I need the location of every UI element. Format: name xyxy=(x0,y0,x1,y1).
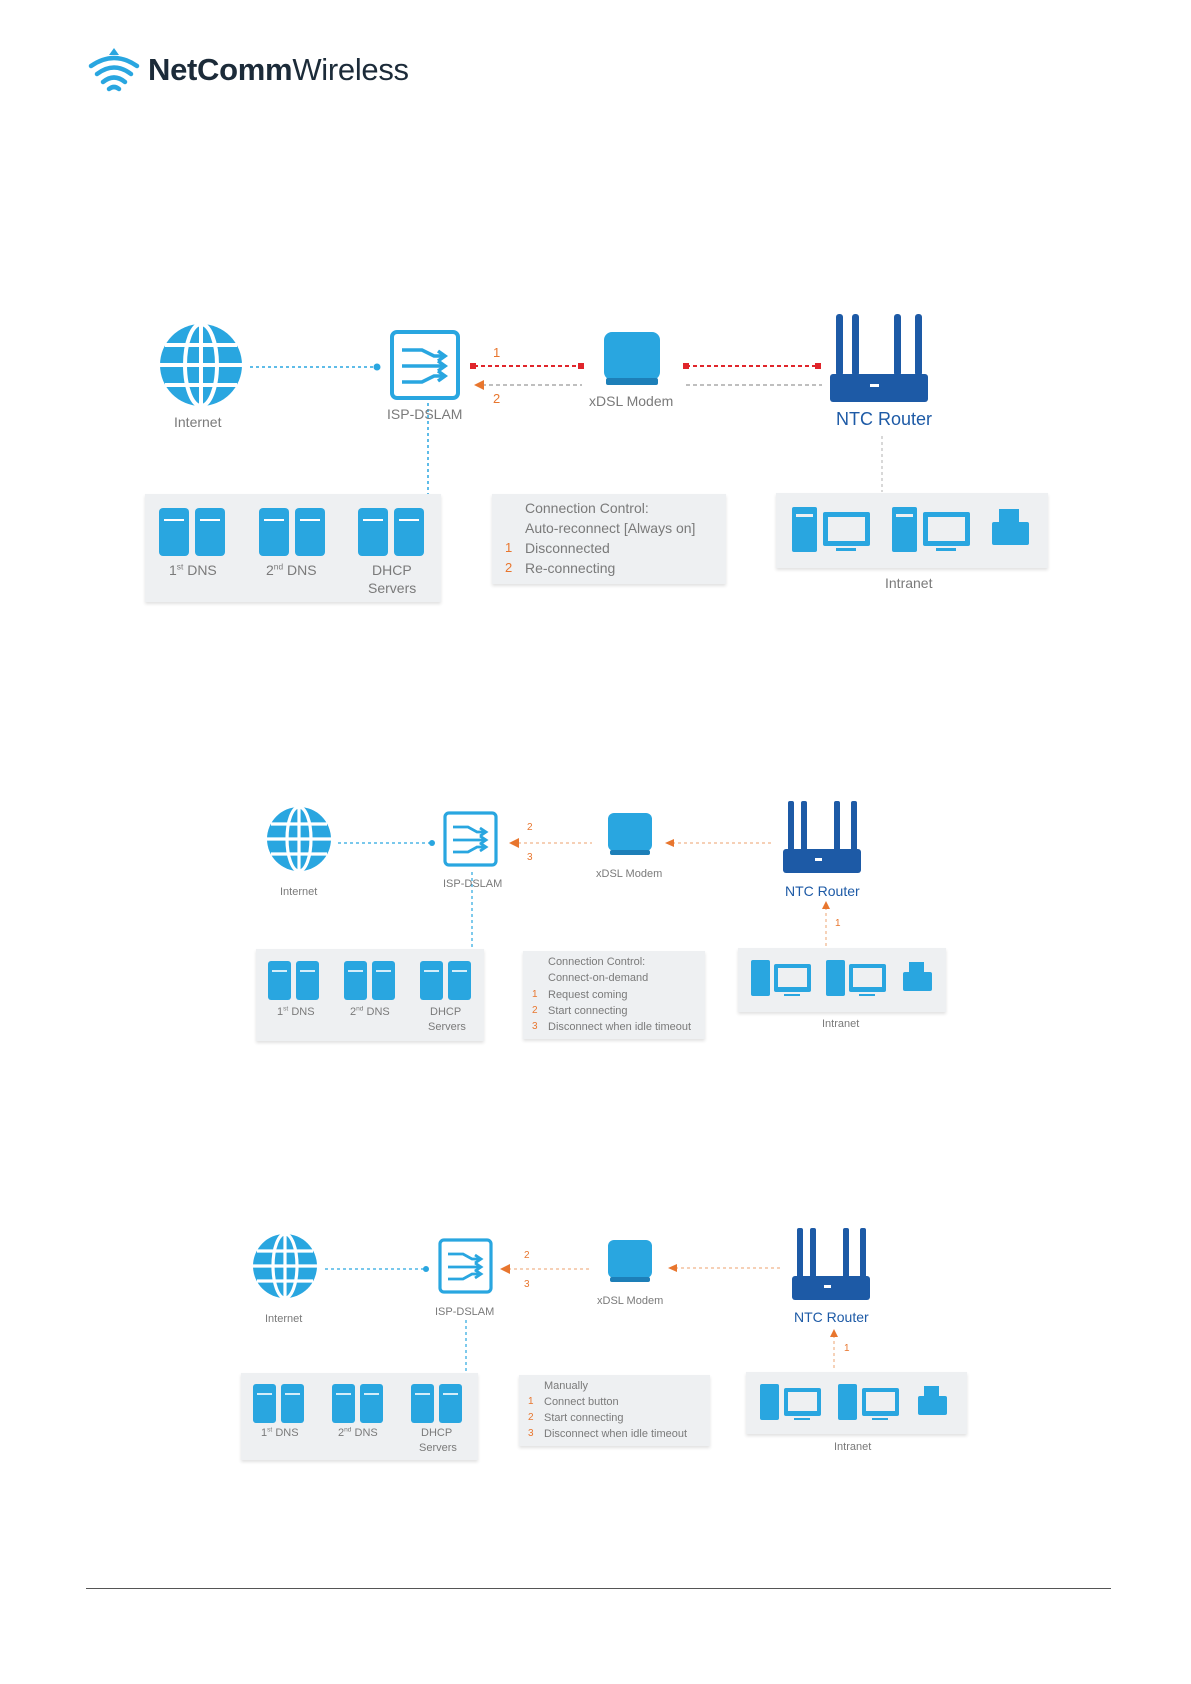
control-mode: Connect-on-demand xyxy=(548,972,649,984)
control-item-text: Re-connecting xyxy=(525,560,616,576)
connection-control-panel: Connection Control: Connect-on-demand 1 … xyxy=(523,951,705,1039)
control-item-text: Disconnect when idle timeout xyxy=(544,1428,688,1440)
arrow-3-label: 3 xyxy=(527,852,533,863)
control-item-num: 2 xyxy=(505,560,513,575)
control-item-text: Disconnected xyxy=(525,540,610,556)
isp-dslam-icon xyxy=(443,811,498,867)
control-item-num: 1 xyxy=(528,1396,534,1407)
dslam-label: ISP-DSLAM xyxy=(435,1306,495,1318)
internet-globe-icon xyxy=(267,805,331,873)
ntc-router-icon xyxy=(783,801,861,873)
servers-label: Servers xyxy=(428,1021,466,1033)
router-label: NTC Router xyxy=(794,1309,869,1325)
modem-label: xDSL Modem xyxy=(597,1295,664,1307)
arrow-1-label: 1 xyxy=(493,345,501,360)
control-item-num: 2 xyxy=(532,1005,538,1016)
control-item-text: Start connecting xyxy=(544,1412,624,1424)
control-mode: Auto-reconnect [Always on] xyxy=(525,520,696,536)
dns2-label: 2nd DNS xyxy=(266,561,317,578)
control-item-num: 3 xyxy=(532,1021,538,1032)
dns1-label: 1st DNS xyxy=(261,1426,299,1439)
arrow-2-label: 2 xyxy=(524,1250,530,1261)
intranet-label: Intranet xyxy=(834,1441,872,1453)
arrow-1-label: 1 xyxy=(844,1343,850,1354)
internet-label: Internet xyxy=(174,414,222,430)
isp-dslam-icon xyxy=(438,1238,493,1294)
intranet-label: Intranet xyxy=(822,1018,860,1030)
control-title: Connection Control: xyxy=(548,956,646,968)
arrow-1-label: 1 xyxy=(835,918,841,929)
dhcp-label: DHCP xyxy=(430,1006,462,1018)
control-item-text: Start connecting xyxy=(548,1005,628,1017)
control-item-text: Disconnect when idle timeout xyxy=(548,1021,692,1033)
intranet-label: Intranet xyxy=(885,575,933,591)
arrow-2-label: 2 xyxy=(527,822,533,833)
servers-panel xyxy=(256,949,484,1041)
servers-label: Servers xyxy=(368,580,417,596)
control-item-num: 3 xyxy=(528,1428,534,1439)
dhcp-label: DHCP xyxy=(421,1427,453,1439)
dslam-label: ISP-DSLAM xyxy=(443,878,503,890)
dhcp-label: DHCP xyxy=(372,562,412,578)
netcomm-logo: NetCommWireless xyxy=(88,46,409,94)
xdsl-modem-icon xyxy=(608,1240,652,1282)
internet-label: Internet xyxy=(265,1313,303,1325)
dns2-label: 2nd DNS xyxy=(338,1426,378,1439)
ntc-router-icon xyxy=(830,314,928,402)
dslam-label: ISP-DSLAM xyxy=(387,406,463,422)
internet-globe-icon xyxy=(253,1232,317,1300)
footer-divider xyxy=(86,1588,1111,1589)
isp-dslam-icon xyxy=(390,330,460,400)
control-item-num: 1 xyxy=(532,989,538,1000)
servers-panel xyxy=(241,1373,478,1460)
dns2-label: 2nd DNS xyxy=(350,1005,390,1018)
connection-control-panel: Connection Control: Auto-reconnect [Alwa… xyxy=(492,494,726,584)
connection-control-panel: Manually 1 Connect button 2 Start connec… xyxy=(519,1375,710,1446)
arrow-2-label: 2 xyxy=(493,391,501,406)
ntc-router-icon xyxy=(792,1228,870,1300)
control-item-num: 1 xyxy=(505,540,513,555)
modem-label: xDSL Modem xyxy=(589,393,674,409)
internet-label: Internet xyxy=(280,886,318,898)
control-title: Connection Control: xyxy=(525,500,649,516)
servers-label: Servers xyxy=(419,1442,457,1454)
servers-panel xyxy=(145,494,441,602)
router-label: NTC Router xyxy=(836,409,933,429)
dns1-label: 1st DNS xyxy=(169,561,217,578)
dns1-label: 1st DNS xyxy=(277,1005,315,1018)
wireless-waves-icon xyxy=(88,48,140,92)
control-item-text: Request coming xyxy=(548,989,628,1001)
router-label: NTC Router xyxy=(785,883,860,899)
internet-globe-icon xyxy=(160,322,242,408)
control-item-text: Connect button xyxy=(544,1396,619,1408)
control-title: Manually xyxy=(544,1380,589,1392)
control-item-num: 2 xyxy=(528,1412,534,1423)
xdsl-modem-icon xyxy=(608,813,652,855)
brand-name: NetCommWireless xyxy=(148,52,409,87)
xdsl-modem-icon xyxy=(604,332,660,385)
modem-label: xDSL Modem xyxy=(596,868,663,880)
arrow-3-label: 3 xyxy=(524,1279,530,1290)
